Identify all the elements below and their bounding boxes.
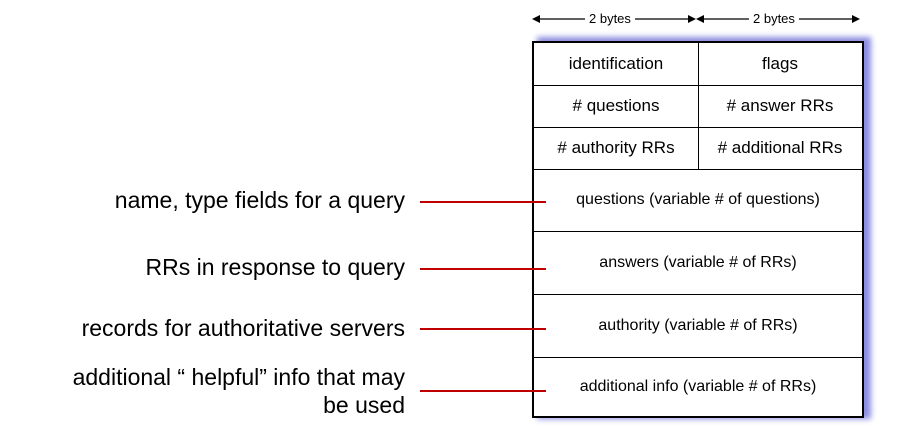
answer-rrs-count-field: # answer RRs [726,96,834,115]
answers-section: answers (variable # of RRs) [599,253,797,271]
authority-annotation: records for authoritative servers [81,315,405,341]
row-divider [534,169,862,170]
questions-annotation: name, type fields for a query [114,187,405,213]
identification-field: identification [568,54,664,73]
width-arrows [532,15,860,23]
additional-annotation: additional “ helpful” info that may be u… [5,363,405,419]
column-divider [698,43,699,169]
questions-section: questions (variable # of questions) [576,191,820,208]
row-divider [534,357,862,358]
right-arrow-head-left [696,15,704,23]
answers-connector [420,268,546,270]
flags-field: flags [762,54,798,73]
authority-rrs-count-field: # authority RRs [557,138,675,157]
additional-connector [420,390,546,392]
right-arrow-head-right [852,15,860,23]
left-width-label: 2 bytes [585,11,635,27]
authority-section: authority (variable # of RRs) [598,316,798,334]
additional-rrs-count-field: # additional RRs [717,138,843,157]
byte-width-header: 2 bytes 2 bytes [530,8,865,30]
questions-connector [420,201,546,203]
row-divider [534,231,862,232]
questions-count-field: # questions [572,96,660,115]
left-arrow-head-left [532,15,540,23]
additional-info-section: additional info (variable # of RRs) [579,377,817,395]
left-arrow-head-right [688,15,696,23]
right-width-label: 2 bytes [749,11,799,27]
row-divider [534,294,862,295]
additional-annotation-line1: additional “ helpful” info that may [72,364,405,390]
additional-annotation-line2: be used [323,392,405,418]
dns-message-format-box: identification flags # questions # answe… [532,41,864,418]
authority-connector [420,328,546,330]
answers-annotation: RRs in response to query [145,254,405,280]
